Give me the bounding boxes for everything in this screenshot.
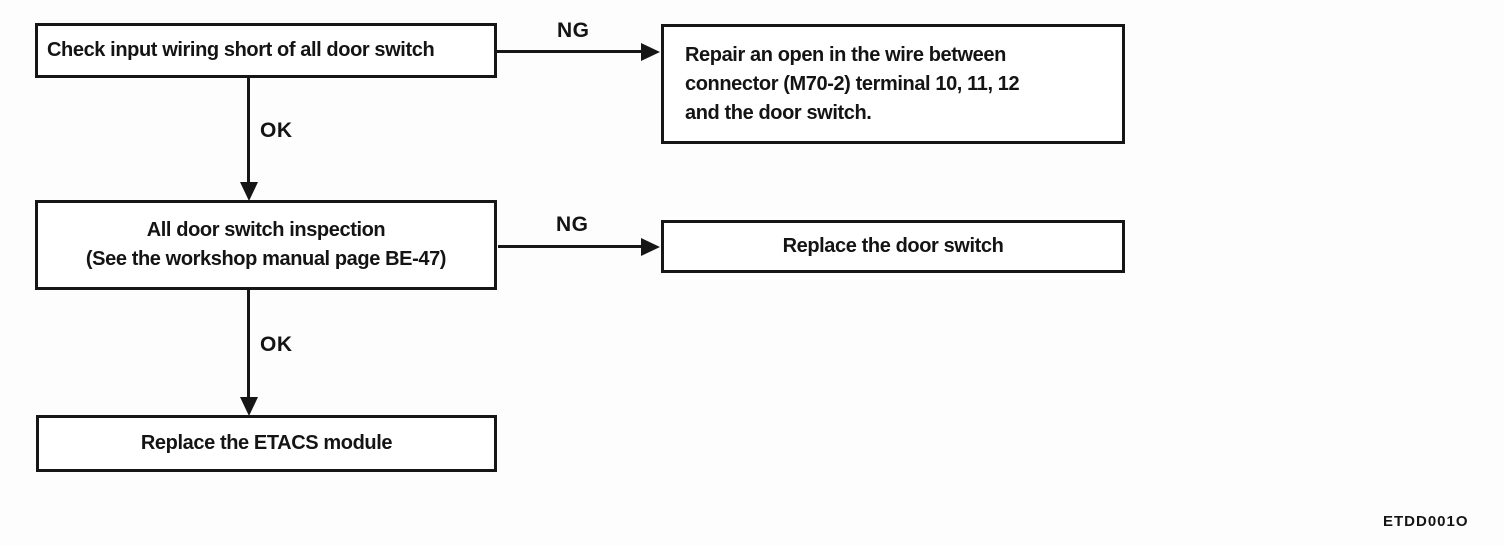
arrowhead-right-1-icon — [641, 43, 660, 61]
connector-ok-1-line — [247, 78, 250, 183]
edge-label-ng-1: NG — [557, 19, 590, 42]
node-repair-open-wire-line-3: and the door switch. — [685, 101, 872, 124]
connector-ok-2-line — [247, 290, 250, 397]
node-check-input-wiring: Check input wiring short of all door swi… — [35, 23, 497, 78]
node-replace-door-switch: Replace the door switch — [661, 220, 1125, 273]
arrowhead-down-2-icon — [240, 397, 258, 416]
node-door-switch-inspection-line-2: (See the workshop manual page BE-47) — [85, 248, 447, 270]
figure-code: ETDD001O — [1383, 513, 1469, 530]
edge-label-ok-2: OK — [260, 333, 293, 356]
node-replace-etacs-module: Replace the ETACS module — [36, 415, 497, 472]
node-replace-etacs-module-label: Replace the ETACS module — [140, 432, 393, 454]
node-check-input-wiring-label: Check input wiring short of all door swi… — [47, 39, 435, 61]
node-door-switch-inspection-line-1: All door switch inspection — [146, 219, 386, 241]
edge-label-ok-1: OK — [260, 119, 293, 142]
arrowhead-down-1-icon — [240, 182, 258, 201]
arrowhead-right-2-icon — [641, 238, 660, 256]
node-repair-open-wire-line-1: Repair an open in the wire between — [685, 43, 1006, 66]
node-repair-open-wire-line-2: connector (M70-2) terminal 10, 11, 12 — [685, 72, 1020, 95]
edge-label-ng-2: NG — [556, 213, 589, 236]
node-door-switch-inspection: All door switch inspection (See the work… — [35, 200, 497, 290]
node-replace-door-switch-label: Replace the door switch — [782, 235, 1004, 257]
connector-ng-2-line — [498, 245, 642, 248]
node-repair-open-wire: Repair an open in the wire between conne… — [661, 24, 1125, 144]
connector-ng-1-line — [497, 50, 642, 53]
